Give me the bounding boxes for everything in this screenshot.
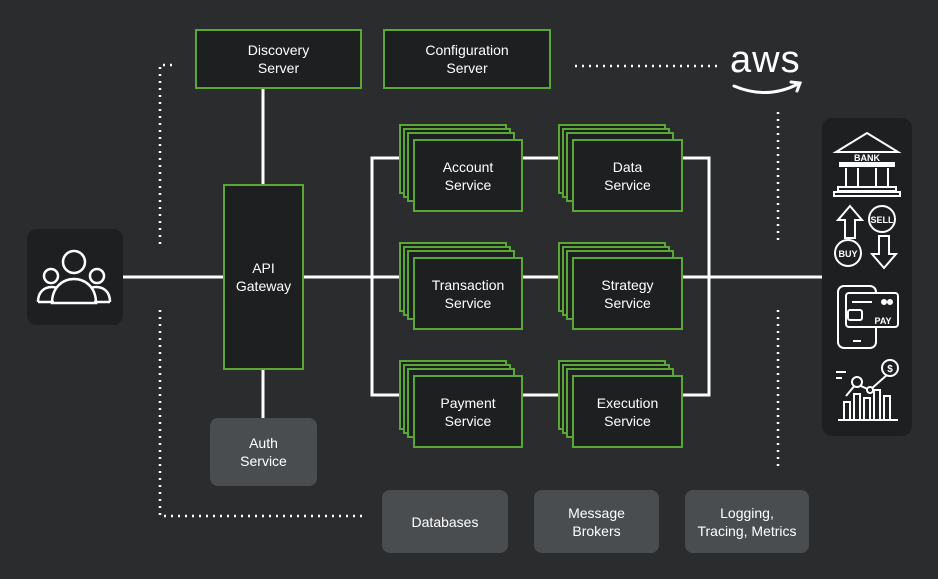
mobile-payment-icon	[837, 285, 899, 349]
configuration-server-box	[383, 29, 551, 89]
buy-sell-icon	[834, 204, 899, 270]
connector-left-bracket	[370, 156, 408, 397]
bank-label: BANK	[854, 153, 880, 163]
message-brokers-box[interactable]: Message Brokers	[534, 490, 659, 553]
aws-smile	[732, 80, 803, 95]
dotted-boundaries	[158, 63, 780, 518]
service-stacks	[399, 124, 683, 448]
external-panel: BANK BUY SELL PAY	[822, 118, 912, 436]
configuration-server-label[interactable]: Configuration Server	[425, 42, 509, 76]
data-service-label[interactable]: Data Service	[604, 158, 651, 193]
strategy-service-stack	[558, 242, 683, 330]
execution-service-stack	[558, 360, 683, 448]
account-service-stack	[399, 124, 523, 212]
bank-icon	[832, 131, 902, 197]
discovery-server-box	[195, 29, 362, 89]
data-service-stack	[558, 124, 683, 212]
sell-label: SELL	[870, 215, 894, 225]
pay-label: PAY	[874, 316, 891, 326]
api-gateway-box	[223, 184, 304, 370]
discovery-server-label[interactable]: Discovery Server	[247, 42, 310, 76]
strategy-service-label[interactable]: Strategy Service	[601, 276, 654, 311]
transaction-service-label[interactable]: Transaction Service	[431, 276, 505, 311]
buy-label: BUY	[838, 249, 857, 259]
databases-box[interactable]: Databases	[382, 490, 508, 553]
account-service-label[interactable]: Account Service	[442, 158, 494, 193]
payment-service-stack	[399, 360, 523, 448]
aws-logo: aws	[730, 39, 801, 81]
solid-connectors	[123, 88, 822, 418]
logging-tracing-metrics-box[interactable]: Logging, Tracing, Metrics	[685, 490, 809, 553]
transaction-service-stack	[399, 242, 523, 330]
api-gateway-label[interactable]: API Gateway	[235, 260, 292, 294]
auth-service-box[interactable]: Auth Service	[210, 418, 317, 486]
users-group-icon	[36, 249, 112, 305]
dotted-top-left	[158, 63, 172, 245]
execution-service-label[interactable]: Execution Service	[596, 394, 659, 429]
dollar-label: $	[887, 364, 893, 375]
payment-service-label[interactable]: Payment Service	[440, 394, 496, 429]
users-panel	[27, 229, 123, 325]
analytics-icon	[836, 359, 899, 421]
